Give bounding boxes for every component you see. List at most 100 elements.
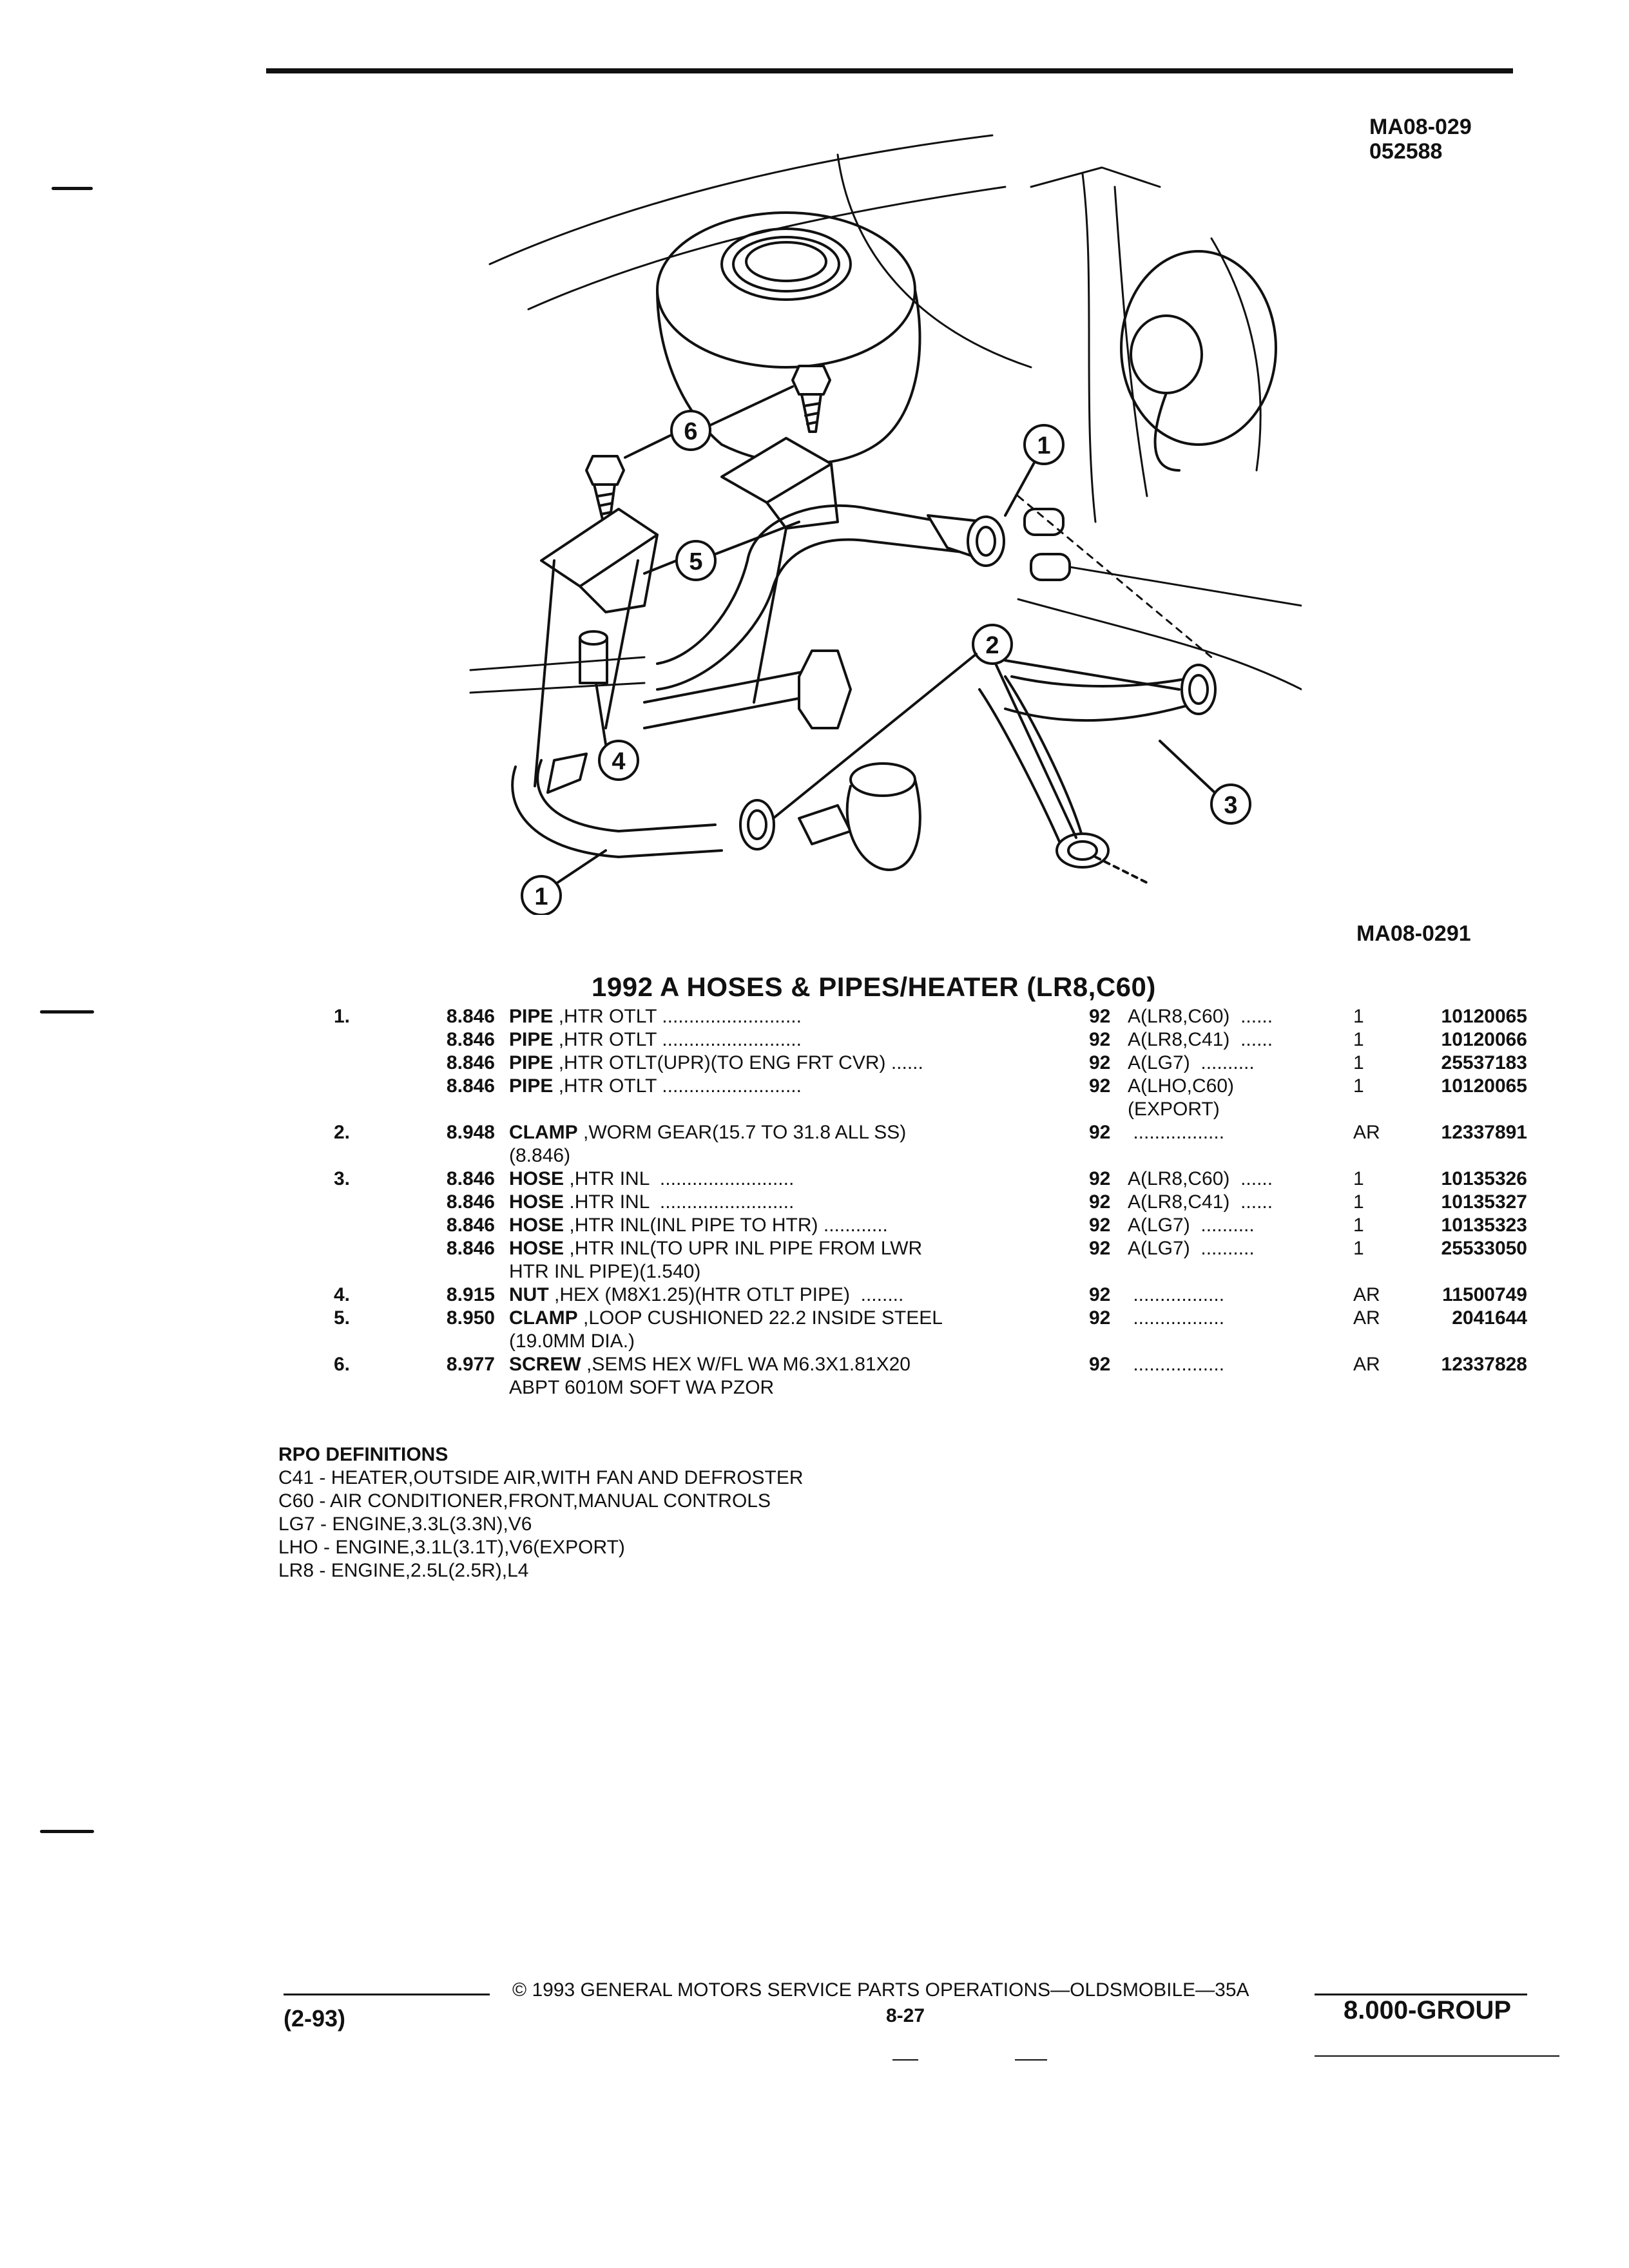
part-detail: ,HTR OTLT .......................... <box>553 1075 802 1097</box>
part-number: 2041644 <box>1452 1307 1527 1329</box>
part-detail: ,LOOP CUSHIONED 22.2 INSIDE STEEL <box>577 1307 943 1329</box>
footer-copyright: © 1993 GENERAL MOTORS SERVICE PARTS OPER… <box>512 1979 1249 2001</box>
parts-row: (8.846) <box>329 1144 1527 1168</box>
group-number: 8.977 <box>446 1354 495 1375</box>
part-name: SCREW <box>509 1354 581 1375</box>
rpo-line: C60 - AIR CONDITIONER,FRONT,MANUAL CONTR… <box>278 1490 771 1512</box>
section-title: 1992 A HOSES & PIPES/HEATER (LR8,C60) <box>592 972 1156 1002</box>
group-number: 8.915 <box>446 1284 495 1305</box>
item-number <box>329 1214 411 1237</box>
quantity <box>1353 1144 1398 1168</box>
application: A(LR8,C41) ...... <box>1128 1029 1273 1050</box>
group-number <box>411 1098 509 1121</box>
item-number <box>329 1260 411 1283</box>
part-description: PIPE ,HTR OTLT .........................… <box>509 1005 1089 1028</box>
part-description: (8.846) <box>509 1144 1089 1168</box>
part-number <box>1398 1098 1527 1121</box>
group-number: 8.846 <box>446 1029 495 1050</box>
parts-row: 8.846 HOSE ,HTR INL(INL PIPE TO HTR) ....… <box>329 1214 1527 1237</box>
part-detail: ,HTR OTLT .......................... <box>553 1006 802 1027</box>
part-detail: (19.0MM DIA.) <box>509 1331 635 1352</box>
svg-text:5: 5 <box>689 548 702 575</box>
part-detail: ,WORM GEAR(15.7 TO 31.8 ALL SS) <box>577 1122 907 1143</box>
model-year: 92 <box>1089 1238 1111 1259</box>
footer-date: (2-93) <box>284 2005 346 2032</box>
margin-mark <box>40 1830 94 1833</box>
scan-mark <box>1315 2055 1559 2057</box>
part-name: CLAMP <box>509 1307 578 1329</box>
part-detail: HTR INL PIPE)(1.540) <box>509 1261 701 1282</box>
margin-mark <box>40 1010 94 1014</box>
rpo-line: LG7 - ENGINE,3.3L(3.3N),V6 <box>278 1514 532 1535</box>
group-label: 8.000-GROUP <box>1344 1996 1512 2024</box>
part-detail: ,HTR INL(INL PIPE TO HTR) ............ <box>564 1215 888 1236</box>
application <box>1128 1376 1353 1399</box>
part-name: PIPE <box>509 1075 554 1097</box>
parts-row: 6. 8.977 SCREW ,SEMS HEX W/FL WA M6.3X1.81… <box>329 1353 1527 1376</box>
part-number: 10135326 <box>1441 1168 1527 1189</box>
quantity: 1 <box>1353 1029 1364 1050</box>
quantity: AR <box>1353 1284 1380 1305</box>
quantity: 1 <box>1353 1191 1364 1213</box>
part-number: 12337891 <box>1441 1122 1527 1143</box>
quantity: AR <box>1353 1307 1380 1329</box>
group-number: 8.948 <box>446 1122 495 1143</box>
part-description: SCREW ,SEMS HEX W/FL WA M6.3X1.81X20 <box>509 1353 1089 1376</box>
part-description: ABPT 6010M SOFT WA PZOR <box>509 1376 1089 1399</box>
group-number <box>411 1260 509 1283</box>
part-detail: ,SEMS HEX W/FL WA M6.3X1.81X20 <box>581 1354 911 1375</box>
group-number: 8.846 <box>446 1215 495 1236</box>
doc-code-line1: MA08-029 <box>1369 115 1472 139</box>
part-description: HOSE ,HTR INL ......................... <box>509 1168 1089 1191</box>
item-number: 6. <box>334 1354 351 1375</box>
heater-hose-diagram: 6 5 4 1 2 <box>469 134 1302 915</box>
part-detail: ,HTR OTLT .......................... <box>553 1029 802 1050</box>
parts-row: 8.846 PIPE ,HTR OTLT ....................… <box>329 1028 1527 1052</box>
part-name: PIPE <box>509 1029 554 1050</box>
parts-row: (EXPORT) <box>329 1098 1527 1121</box>
item-number: 4. <box>334 1284 351 1305</box>
part-description: CLAMP ,LOOP CUSHIONED 22.2 INSIDE STEEL <box>509 1307 1089 1330</box>
parts-row: 5. 8.950 CLAMP ,LOOP CUSHIONED 22.2 INSIDE… <box>329 1307 1527 1330</box>
doc-code-line2: 052588 <box>1369 139 1443 164</box>
item-number <box>329 1144 411 1168</box>
application: (EXPORT) <box>1128 1099 1220 1120</box>
part-name: HOSE <box>509 1215 564 1236</box>
application: ................. <box>1128 1122 1225 1143</box>
group-number: 8.846 <box>446 1238 495 1259</box>
part-description: NUT ,HEX (M8X1.25)(HTR OTLT PIPE) ......… <box>509 1283 1089 1307</box>
part-name: HOSE <box>509 1191 564 1213</box>
part-description: HOSE ,HTR INL(INL PIPE TO HTR) .........… <box>509 1214 1089 1237</box>
quantity <box>1353 1376 1398 1399</box>
item-number <box>329 1052 411 1075</box>
part-name: NUT <box>509 1284 549 1305</box>
item-number: 1. <box>334 1006 351 1027</box>
model-year <box>1089 1260 1128 1283</box>
model-year: 92 <box>1089 1075 1111 1097</box>
model-year: 92 <box>1089 1006 1111 1027</box>
part-description: (19.0MM DIA.) <box>509 1330 1089 1353</box>
group-number: 8.846 <box>446 1075 495 1097</box>
quantity: 1 <box>1353 1215 1364 1236</box>
part-description: PIPE ,HTR OTLT(UPR)(TO ENG FRT CVR) ....… <box>509 1052 1089 1075</box>
part-name: CLAMP <box>509 1122 578 1143</box>
model-year: 92 <box>1089 1215 1111 1236</box>
parts-row: HTR INL PIPE)(1.540) <box>329 1260 1527 1283</box>
model-year: 92 <box>1089 1168 1111 1189</box>
part-number <box>1398 1144 1527 1168</box>
item-number <box>329 1237 411 1260</box>
svg-text:6: 6 <box>684 418 697 445</box>
group-number: 8.950 <box>446 1307 495 1329</box>
part-name: PIPE <box>509 1006 554 1027</box>
rpo-line: LR8 - ENGINE,2.5L(2.5R),L4 <box>278 1560 529 1581</box>
item-number: 5. <box>334 1307 351 1329</box>
application: A(LR8,C60) ...... <box>1128 1168 1273 1189</box>
top-rule <box>266 68 1513 73</box>
model-year: 92 <box>1089 1029 1111 1050</box>
